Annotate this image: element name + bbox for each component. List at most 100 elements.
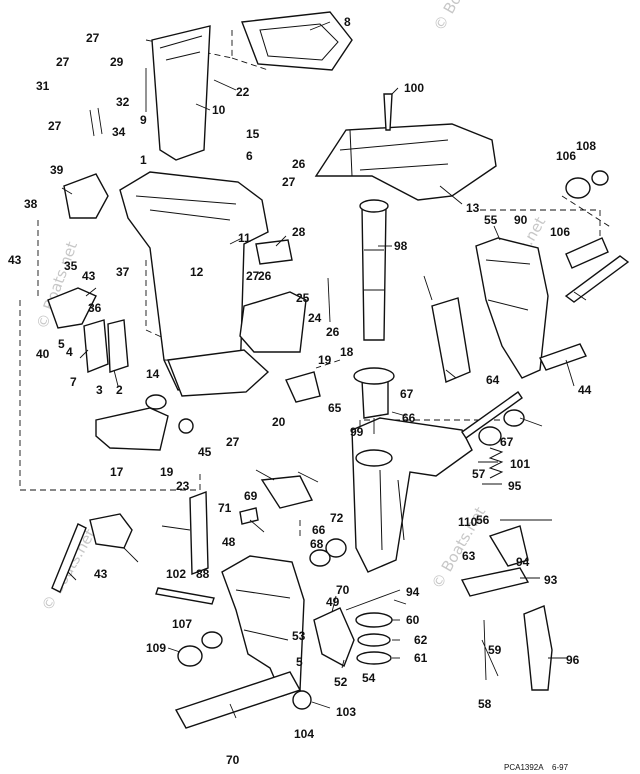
callout-60: 62	[414, 633, 428, 647]
callout-41: 39	[50, 163, 64, 177]
callout-51: 53	[292, 629, 306, 643]
callout-3: 3	[96, 383, 103, 397]
callout-25: 26	[326, 325, 340, 339]
callout-78: 96	[566, 653, 580, 667]
callout-73-left: 88	[196, 567, 210, 581]
callout-27-top: 27	[282, 175, 296, 189]
callout-29: 27	[48, 119, 62, 133]
callout-83: 101	[510, 457, 530, 471]
callout-34: 32	[116, 95, 130, 109]
callout-71: 71	[218, 501, 232, 515]
callout-92: 110	[458, 515, 478, 529]
callout-4: 4	[66, 345, 73, 359]
callout-62: 64	[486, 373, 500, 387]
callout-6: 6	[246, 149, 253, 163]
leader-lines	[61, 21, 587, 719]
callout-19-mid: 19	[318, 353, 332, 367]
callout-15: 15	[246, 127, 260, 141]
callout-12: 12	[190, 265, 204, 279]
callout-5x: 5	[296, 655, 303, 669]
callout-79: 98	[394, 239, 408, 253]
callout-23: 24	[308, 311, 322, 325]
callout-50: 52	[334, 675, 348, 689]
callout-27-mid: 27	[246, 269, 260, 283]
callout-64: 66	[402, 411, 416, 425]
callout-43-top: 43	[8, 253, 22, 267]
callout-45: 44	[578, 383, 592, 397]
callout-11: 11	[238, 231, 251, 245]
callout-28: 28	[292, 225, 306, 239]
callout-80: 99	[350, 425, 364, 439]
callout-47: 45	[198, 445, 212, 459]
callout-66: 67	[400, 387, 414, 401]
callout-85: 103	[336, 705, 356, 719]
callout-61: 63	[462, 549, 476, 563]
callout-48: 48	[222, 535, 236, 549]
callout-90-top: 108	[576, 139, 596, 153]
callout-33: 29	[110, 55, 124, 69]
callout-73-right: 90	[514, 213, 528, 227]
callout-44: 43	[82, 269, 96, 283]
callout-13: 13	[466, 201, 480, 215]
callout-38: 36	[88, 301, 102, 315]
callout-26-top: 26	[292, 157, 306, 171]
callout-88-top: 106	[556, 149, 576, 163]
callout-58: 60	[406, 613, 420, 627]
callout-68: 69	[244, 489, 258, 503]
callout-54: 56	[476, 513, 490, 527]
callout-74: 93	[544, 573, 558, 587]
callout-59: 61	[414, 651, 428, 665]
footer-code: PCA1392A	[504, 763, 544, 772]
callout-90-low: 109	[146, 641, 166, 655]
watermark-top-right: © Boats.net	[430, 0, 491, 34]
callout-75: 94	[406, 585, 420, 599]
callout-27-low: 27	[226, 435, 240, 449]
callout-81: 100	[404, 81, 424, 95]
callout-26-mid: 26	[258, 269, 272, 283]
callout-65: 66	[312, 523, 326, 537]
callout-76: 94	[516, 555, 530, 569]
callout-32: 31	[36, 79, 50, 93]
callout-67-right: 67	[500, 435, 514, 449]
callout-40: 38	[24, 197, 38, 211]
callout-30: 27	[56, 55, 70, 69]
callout-17: 17	[110, 465, 124, 479]
callout-72: 72	[330, 511, 344, 525]
callout-14: 14	[146, 367, 160, 381]
callout-36: 34	[112, 125, 126, 139]
callout-43-low: 43	[94, 567, 108, 581]
callout-67-left: 68	[310, 537, 324, 551]
callout-5: 5	[58, 337, 65, 351]
callout-31: 27	[86, 31, 100, 45]
callout-86: 104	[294, 727, 314, 741]
callout-19-low: 19	[160, 465, 174, 479]
part-outlines	[47, 11, 630, 729]
callout-57: 59	[488, 643, 502, 657]
callout-10: 10	[212, 103, 226, 117]
callout-8: 8	[344, 15, 351, 29]
callout-20: 20	[272, 415, 286, 429]
callout-53: 55	[484, 213, 498, 227]
callout-88-low: 107	[172, 617, 192, 631]
callout-1: 1	[140, 153, 147, 167]
callout-56: 58	[478, 697, 492, 711]
callout-2: 2	[116, 383, 123, 397]
callout-69: 70	[226, 753, 240, 767]
callout-70: 70	[336, 583, 350, 597]
callout-37: 35	[64, 259, 78, 273]
callout-55: 57	[472, 467, 486, 481]
footer-date: 6-97	[552, 763, 569, 772]
callout-42: 40	[36, 347, 50, 361]
callout-9: 9	[140, 113, 147, 127]
callout-39: 37	[116, 265, 130, 279]
callout-63: 65	[328, 401, 342, 415]
callout-52: 54	[362, 671, 376, 685]
callout-49: 49	[326, 595, 340, 609]
callout-24: 25	[296, 291, 310, 305]
callout-18: 18	[340, 345, 354, 359]
callout-7: 7	[70, 375, 77, 389]
callouts: 27 27 29 31 32 27 34 9 10 22 8 100 15 6 …	[8, 15, 596, 767]
callout-22: 23	[176, 479, 190, 493]
callout-21: 22	[236, 85, 250, 99]
